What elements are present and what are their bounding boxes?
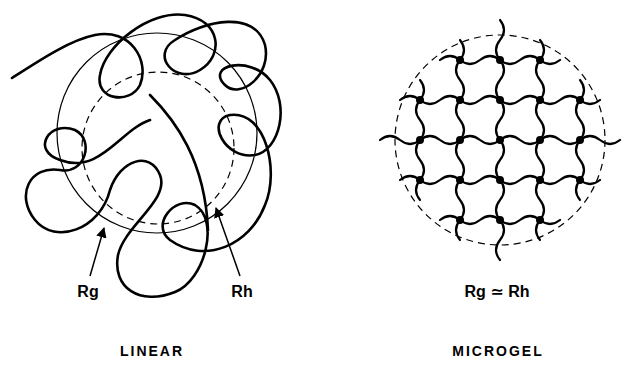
gyration-circle xyxy=(57,33,257,233)
leader-arrow xyxy=(90,228,104,276)
panel-caption: LINEAR xyxy=(118,344,186,359)
radius-label: Rh xyxy=(229,283,254,301)
leader-arrow xyxy=(216,208,240,276)
polymer-chain xyxy=(12,15,281,297)
microgel-network xyxy=(380,20,620,260)
radius-circle xyxy=(395,35,605,245)
linear-coil xyxy=(12,15,281,297)
crosslink-dots xyxy=(416,56,584,224)
panel-caption: MICROGEL xyxy=(450,344,545,359)
radius-label: Rg xyxy=(75,283,100,301)
equality-label: Rg ≃ Rh xyxy=(463,283,532,301)
